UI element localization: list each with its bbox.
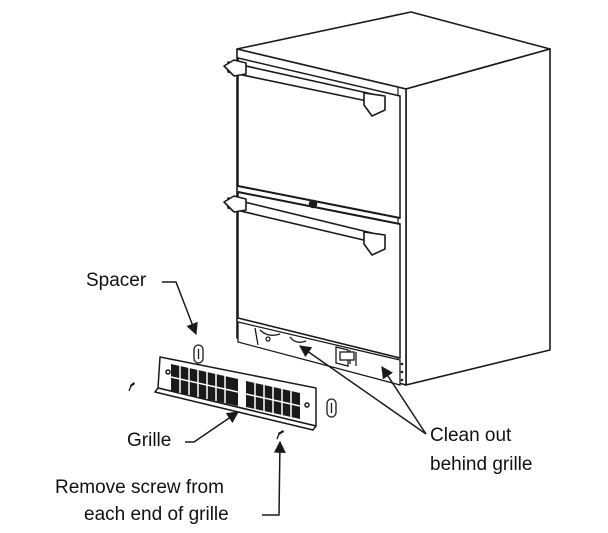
spacer-label: Spacer <box>86 270 147 291</box>
screw-left-icon <box>128 382 135 392</box>
lower-drawer-handle <box>223 195 386 256</box>
spacer-part-right <box>326 398 337 418</box>
callout-lines <box>162 281 427 516</box>
remove-screw-label-line1: Remove screw from <box>55 477 224 498</box>
cabinet-feet-dots <box>400 362 404 382</box>
grille-label: Grille <box>127 430 172 451</box>
spacer-callout-line <box>162 281 198 336</box>
cabinet-side <box>405 48 551 386</box>
upper-drawer-handle <box>223 59 386 117</box>
clean-out-label-line2: behind grille <box>430 454 533 475</box>
clean-out-label-line1: Clean out <box>430 425 512 446</box>
remove-screw-label-line2: each end of grille <box>84 504 229 525</box>
toe-kick-cavity <box>237 321 401 386</box>
spacer-part <box>193 344 204 364</box>
drawer-lock-icon <box>308 199 318 209</box>
grille-vent-right-slots <box>245 383 301 417</box>
clean-callout-line-a <box>299 345 427 435</box>
screw-right-icon <box>276 430 284 440</box>
clean-callout-line-b <box>381 365 427 435</box>
grille-vent-left-slots <box>170 366 239 403</box>
screw-callout-line <box>262 440 286 516</box>
grille-callout-line <box>185 411 239 443</box>
